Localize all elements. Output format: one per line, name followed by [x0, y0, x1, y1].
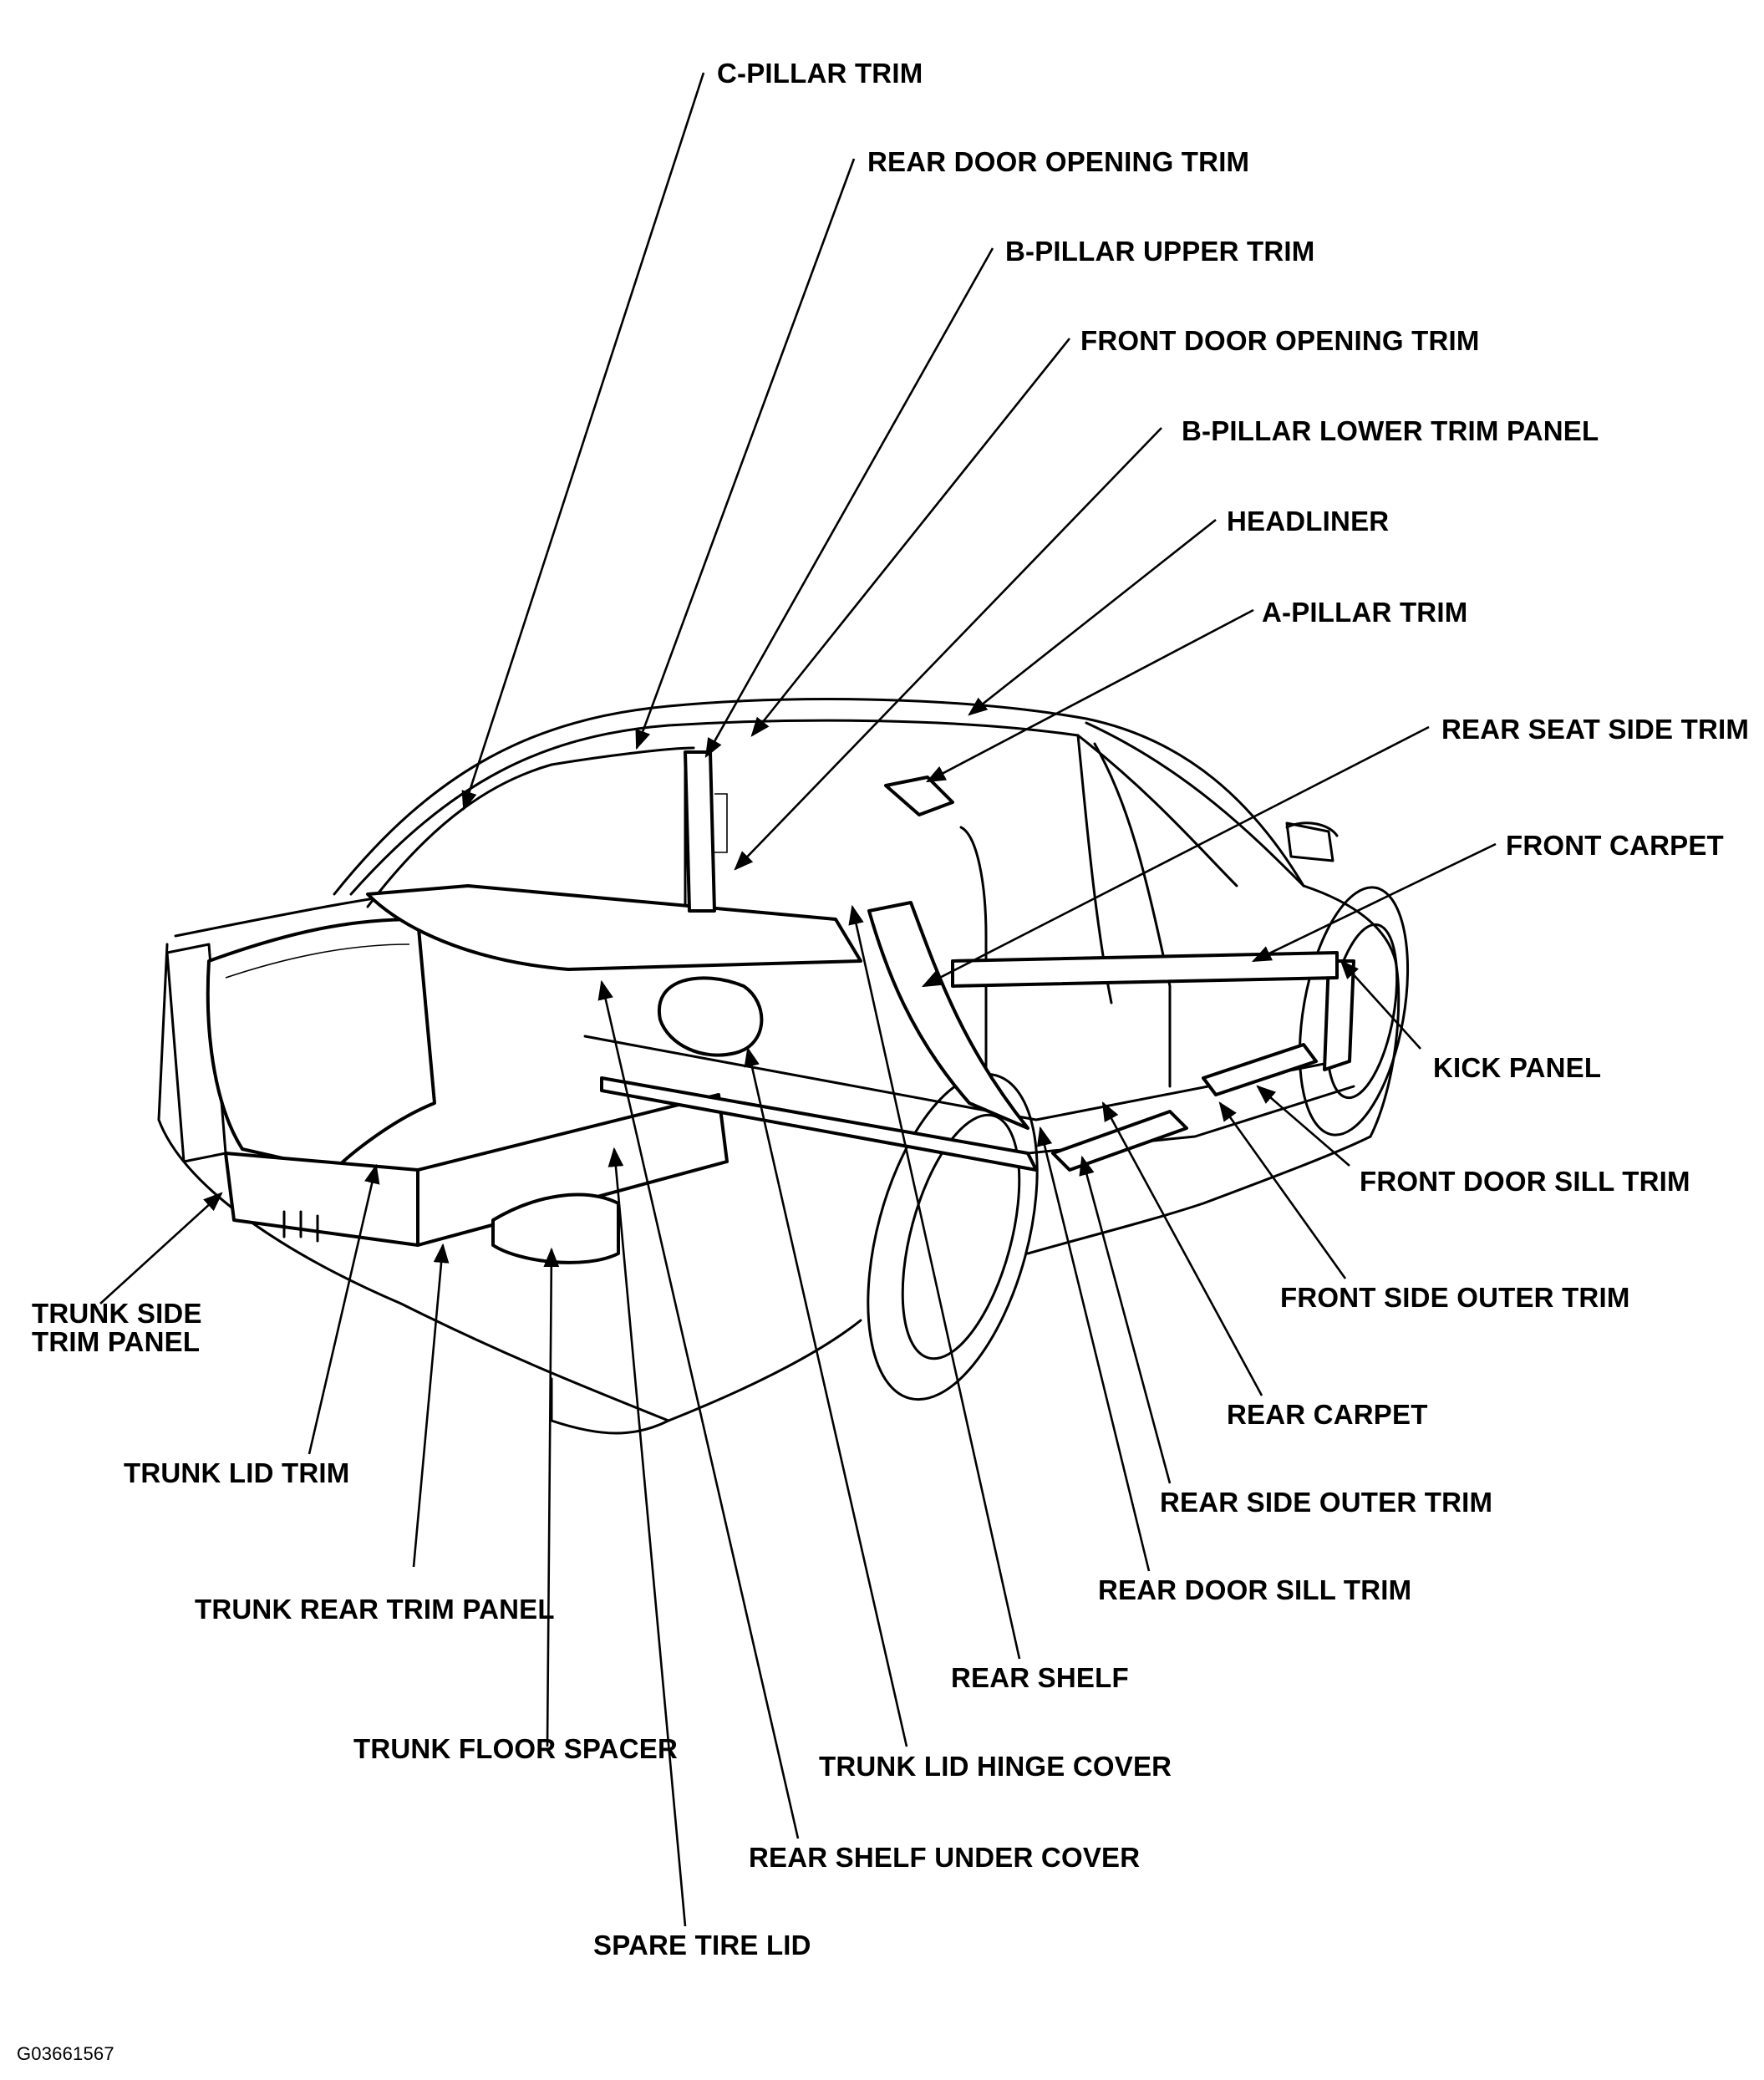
- leader-trunk-side-trim-panel: [99, 1192, 223, 1304]
- label-a-pillar-trim: A-PILLAR TRIM: [1262, 597, 1468, 628]
- front-door-sill-part: [1202, 1043, 1318, 1096]
- leader-c-pillar-trim: [461, 72, 705, 811]
- leader-a-pillar-trim: [925, 608, 1254, 783]
- rear-door-sill-part: [1051, 1110, 1188, 1172]
- leader-rear-shelf-under-cover: [597, 979, 800, 1839]
- leader-kick-panel: [1340, 959, 1421, 1050]
- label-b-pillar-lower-trim-panel: B-PILLAR LOWER TRIM PANEL: [1182, 415, 1599, 446]
- leader-front-door-sill-trim: [1256, 1085, 1350, 1167]
- leader-trunk-floor-spacer: [543, 1247, 560, 1747]
- trim-parts: [206, 750, 1355, 1264]
- label-rear-seat-side-trim: REAR SEAT SIDE TRIM: [1441, 714, 1750, 745]
- rear-seat-part: [657, 976, 764, 1057]
- leader-rear-door-opening-trim: [635, 158, 856, 750]
- trunk-lid-part: [206, 918, 436, 1172]
- trunk-side-panel-part: [416, 1093, 729, 1247]
- leader-rear-shelf: [848, 904, 1021, 1660]
- leader-rear-carpet: [1101, 1101, 1263, 1396]
- leader-front-side-outer-trim: [1218, 1101, 1347, 1279]
- label-front-door-opening-trim: FRONT DOOR OPENING TRIM: [1080, 325, 1480, 356]
- leader-headliner: [968, 518, 1217, 716]
- leader-lines: [99, 72, 1497, 1927]
- spare-tire-lid-part: [491, 1193, 620, 1264]
- label-kick-panel: KICK PANEL: [1433, 1052, 1602, 1083]
- a-pillar-part: [884, 776, 954, 816]
- label-trunk-side-trim-panel: TRUNK SIDE TRIM PANEL: [32, 1298, 202, 1357]
- leader-rear-side-outer-trim: [1079, 1155, 1172, 1484]
- b-pillar-part: [684, 750, 716, 913]
- label-c-pillar-trim: C-PILLAR TRIM: [717, 58, 923, 89]
- label-rear-carpet: REAR CARPET: [1227, 1399, 1428, 1430]
- trunk-rear-panel-part: [224, 1152, 419, 1247]
- leader-b-pillar-lower-trim-panel: [734, 427, 1162, 871]
- leader-trunk-rear-trim-panel: [412, 1243, 450, 1568]
- label-front-door-sill-trim: FRONT DOOR SILL TRIM: [1360, 1166, 1690, 1197]
- rear-shelf-part: [366, 884, 862, 971]
- label-rear-shelf: REAR SHELF: [951, 1662, 1129, 1693]
- figure-id: G03661567: [17, 2043, 114, 2064]
- rear-carpet-part: [600, 1076, 1038, 1172]
- leader-b-pillar-upper-trim: [704, 247, 994, 759]
- leader-trunk-lid-hinge-cover: [744, 1046, 908, 1747]
- label-trunk-floor-spacer: TRUNK FLOOR SPACER: [353, 1733, 678, 1764]
- leader-front-door-opening-trim: [750, 338, 1071, 737]
- leader-trunk-lid-trim: [308, 1163, 380, 1455]
- leader-front-carpet: [1251, 842, 1497, 963]
- leader-spare-tire-lid: [607, 1147, 687, 1927]
- label-front-carpet: FRONT CARPET: [1506, 830, 1724, 861]
- leader-rear-door-sill-trim: [1036, 1126, 1151, 1572]
- label-front-side-outer-trim: FRONT SIDE OUTER TRIM: [1280, 1282, 1630, 1313]
- label-trunk-rear-trim-panel: TRUNK REAR TRIM PANEL: [195, 1594, 555, 1625]
- label-rear-door-opening-trim: REAR DOOR OPENING TRIM: [867, 146, 1250, 177]
- label-spare-tire-lid: SPARE TIRE LID: [593, 1930, 811, 1960]
- label-trunk-lid-hinge-cover: TRUNK LID HINGE COVER: [819, 1751, 1172, 1782]
- front-carpet-part: [951, 951, 1339, 988]
- label-headliner: HEADLINER: [1227, 506, 1390, 537]
- rear-seat-side-trim-part: [867, 901, 1029, 1130]
- label-trunk-lid-trim: TRUNK LID TRIM: [124, 1457, 350, 1488]
- label-b-pillar-upper-trim: B-PILLAR UPPER TRIM: [1005, 236, 1315, 267]
- leader-rear-seat-side-trim: [921, 725, 1430, 988]
- label-rear-door-sill-trim: REAR DOOR SILL TRIM: [1098, 1574, 1412, 1605]
- label-rear-side-outer-trim: REAR SIDE OUTER TRIM: [1160, 1487, 1493, 1518]
- label-rear-shelf-under-cover: REAR SHELF UNDER COVER: [749, 1842, 1141, 1873]
